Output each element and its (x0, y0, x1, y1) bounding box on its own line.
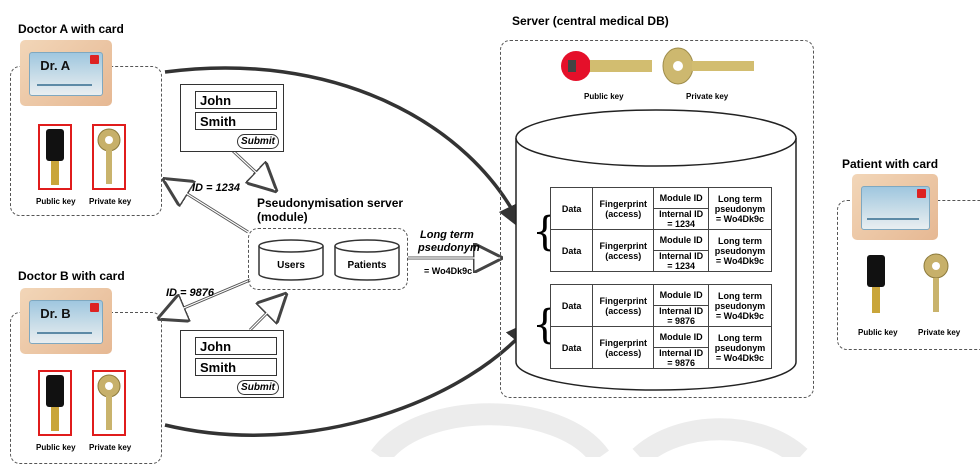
patient-public-key-icon (867, 255, 885, 313)
users-db-icon (258, 239, 324, 281)
server-box (500, 40, 814, 398)
doctor-a-public-key-icon (38, 124, 72, 190)
pseudo-server-box (248, 228, 408, 290)
doctor-b-public-key-label: Public key (36, 443, 76, 452)
patients-db-icon (334, 239, 400, 281)
doctor-b-title: Doctor B with card (18, 269, 125, 283)
submit-button-a[interactable]: Submit (237, 134, 279, 149)
patient-private-key-label: Private key (918, 328, 961, 337)
doctor-b-private-key-label: Private key (89, 443, 132, 452)
doctor-b-card: Dr. B (20, 288, 112, 354)
doctor-a-title: Doctor A with card (18, 22, 124, 36)
server-private-key-icon (662, 47, 754, 85)
doctor-a-card-name: Dr. A (40, 58, 71, 74)
submit-button-b[interactable]: Submit (237, 380, 279, 395)
doctor-a-private-key-label: Private key (89, 197, 132, 206)
server-title: Server (central medical DB) (512, 14, 669, 28)
server-public-key-icon (561, 51, 652, 81)
doctor-a-public-key-label: Public key (36, 197, 76, 206)
curve-arrow-doctor-b-to-db (164, 319, 535, 437)
patient-private-key-icon (923, 253, 949, 312)
patient-title: Patient with card (842, 157, 939, 171)
patient-card (852, 174, 938, 240)
doctor-b-private-key-icon (92, 370, 126, 436)
pseudo-server-title: Pseudonymisation server (257, 196, 404, 210)
doctor-b-public-key-icon (38, 370, 72, 436)
table-row: Data Fingerprint(access) Module ID Long … (549, 284, 773, 327)
patients-db-label: Patients (347, 260, 387, 271)
id-label-b: ID = 9876 (166, 287, 215, 299)
doctor-a-card: Dr. A (20, 40, 112, 106)
long-term-value: = Wo4Dk9c (424, 266, 473, 276)
server-private-key-label: Private key (686, 92, 729, 101)
curve-arrow-doctor-a-to-db (164, 66, 524, 232)
first-name-field-a[interactable]: John (195, 91, 277, 109)
db-table-1: Data Fingerprint(access) Module ID Long … (549, 187, 773, 272)
last-name-field-a[interactable]: Smith (195, 112, 277, 130)
doctor-a-private-key-icon (92, 124, 126, 190)
id-label-a: ID = 1234 (192, 182, 241, 194)
form-b: John Smith Submit (180, 330, 284, 398)
server-public-key-label: Public key (584, 92, 624, 101)
first-name-field-b[interactable]: John (195, 337, 277, 355)
pseudo-server-subtitle: (module) (257, 210, 308, 224)
table-row: Data Fingerprint(access) Module ID Long … (549, 326, 773, 369)
db-table-2: Data Fingerprint(access) Module ID Long … (549, 284, 773, 369)
table-row: Data Fingerprint(access) Module ID Long … (549, 187, 773, 230)
form-a: John Smith Submit (180, 84, 284, 152)
last-name-field-b[interactable]: Smith (195, 358, 277, 376)
patient-public-key-label: Public key (858, 328, 898, 337)
long-term-label-2: pseudonym (418, 242, 480, 254)
table-row: Data Fingerprint(access) Module ID Long … (549, 229, 773, 272)
long-term-label-1: Long term (420, 229, 474, 241)
doctor-b-card-name: Dr. B (40, 306, 71, 322)
users-db-label: Users (277, 260, 305, 271)
